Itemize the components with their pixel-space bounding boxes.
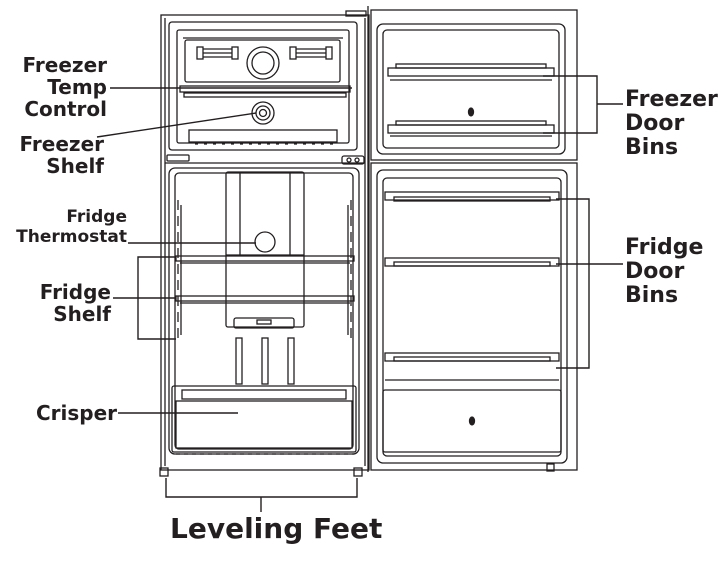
freezer-vent-left [196,46,239,60]
fridge-door-lower-bin [382,389,562,453]
label-fridge-door-bins: Fridge Door Bins [625,235,704,308]
label-fridge-thermostat: Fridge Thermostat [16,207,127,247]
freezer-compartment [168,21,358,151]
fridge-door-bin-upper [384,191,560,201]
label-freezer-shelf: Freezer Shelf [19,132,104,178]
label-freezer-door-bins: Freezer Door Bins [625,87,718,160]
bracket-leveling-feet [165,478,358,498]
fridge-shelf-lower [175,295,355,302]
leader-freezer-shelf [96,112,257,138]
freezer-door [370,9,578,161]
fridge-door [370,162,578,471]
freezer-control-panel [184,39,341,83]
leveling-foot-left [159,467,169,477]
freezer-door-bin-lower [387,124,555,134]
freezer-fan-grille [246,46,280,80]
leader-lines [96,75,623,512]
label-leveling-feet: Leveling Feet [170,512,383,545]
freezer-shelf [179,85,351,93]
freezer-door-bin-upper [387,67,555,77]
fridge-compartment [168,167,360,455]
leveling-foot-right [353,467,363,477]
label-crisper: Crisper [36,401,118,425]
crisper-drawer [171,385,357,453]
freezer-vent-right [289,46,333,60]
divider-strip [166,154,190,162]
fridge-thermostat-housing [225,171,305,328]
bracket-fridge-door-bins [556,198,590,369]
label-freezer-temp-control: Freezer Temp Control [22,53,107,121]
fridge-shelf-upper [175,255,355,262]
fridge-thermostat-knob [254,231,276,253]
label-fridge-shelf: Fridge Shelf [39,280,111,326]
